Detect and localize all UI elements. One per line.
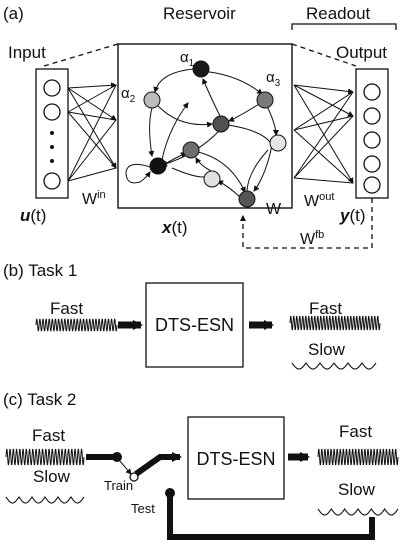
switch-pivot	[112, 452, 122, 462]
task2-fast-output-label: Fast	[339, 422, 372, 441]
task2-slow-output-wave	[317, 508, 399, 516]
y-t-label: y(t)	[339, 206, 366, 225]
output-layer	[355, 68, 389, 199]
readout-title: Readout	[306, 4, 371, 23]
task2-slow-input-label: Slow	[33, 467, 71, 486]
reservoir-node	[203, 170, 221, 188]
train-label: Train	[104, 478, 133, 493]
task2-slow-output-label: Slow	[338, 480, 376, 499]
task1-slow-output-wave	[291, 362, 377, 370]
test-terminal	[165, 488, 175, 498]
task2-fast-output-wave	[317, 448, 399, 466]
u-t-label: u(t)	[20, 206, 46, 225]
input-node	[43, 79, 61, 97]
panel-c-label: (c) Task 2	[3, 390, 76, 409]
output-weights	[293, 84, 354, 184]
input-box	[35, 68, 69, 199]
task2-dts-esn-box	[187, 416, 285, 500]
w-in-label: Win	[82, 189, 106, 208]
task2-slow-input-wave	[5, 496, 85, 504]
task1-fast-input-wave	[35, 318, 118, 332]
ellipsis-dot	[50, 145, 54, 149]
reservoir-node-alpha3	[256, 91, 274, 109]
x-t-label: x(t)	[161, 218, 188, 237]
task2-dts-esn-label: DTS-ESN	[196, 449, 275, 469]
output-node	[363, 107, 381, 125]
reservoir-nodes	[143, 60, 287, 208]
panel-c: (c) Task 2 Fast Slow Train Test DTS-ESN …	[3, 390, 399, 540]
alpha1-label: α1	[180, 49, 195, 69]
output-node	[363, 131, 381, 149]
reservoir-node	[212, 115, 230, 133]
ellipsis-dot	[50, 159, 54, 163]
input-layer	[35, 68, 69, 199]
task2-fast-input-wave	[5, 448, 85, 466]
reservoir-connections	[125, 68, 279, 198]
w-label: W	[266, 201, 282, 218]
train-terminal	[129, 472, 139, 482]
output-node	[363, 83, 381, 101]
task1-fast-input-label: Fast	[50, 299, 83, 318]
input-node	[43, 103, 61, 121]
reservoir-node	[182, 141, 200, 159]
readout-bracket	[291, 23, 397, 30]
w-out-label: Wout	[304, 191, 334, 210]
alpha3-label: α3	[266, 69, 281, 89]
task2-fast-input-label: Fast	[32, 426, 65, 445]
w-fb-label: Wfb	[300, 229, 324, 248]
input-node	[43, 172, 61, 190]
reservoir-node	[149, 157, 167, 175]
reservoir-node	[269, 134, 287, 152]
task1-fast-output-wave	[289, 315, 381, 331]
panel-a: (a) Reservoir Readout Input Output	[3, 4, 397, 249]
input-weights	[67, 82, 117, 182]
task1-fast-output-label: Fast	[309, 299, 342, 318]
task1-dts-esn-box	[145, 282, 244, 368]
zoom-line-left	[43, 43, 119, 67]
panel-a-label: (a)	[3, 4, 24, 23]
test-label: Test	[131, 501, 155, 516]
reservoir-node	[238, 190, 256, 208]
output-node	[363, 176, 381, 194]
switch-lever	[118, 459, 132, 475]
task1-dts-esn-label: DTS-ESN	[155, 315, 234, 335]
ellipsis-dot	[50, 131, 54, 135]
output-title: Output	[336, 43, 387, 62]
reservoir-title: Reservoir	[163, 4, 236, 23]
reservoir-node-alpha1	[192, 60, 210, 78]
reservoir-node-alpha2	[143, 91, 161, 109]
test-path	[167, 496, 375, 540]
panel-b-label: (b) Task 1	[3, 261, 77, 280]
input-title: Input	[8, 43, 46, 62]
task1-slow-output-label: Slow	[308, 340, 346, 359]
alpha2-label: α2	[121, 85, 136, 105]
panel-b: (b) Task 1 Fast DTS-ESN Fast Slow	[3, 261, 381, 370]
reservoir-box	[117, 43, 293, 209]
zoom-line-right	[291, 43, 357, 67]
output-node	[363, 155, 381, 173]
train-path-arrow	[134, 452, 182, 477]
